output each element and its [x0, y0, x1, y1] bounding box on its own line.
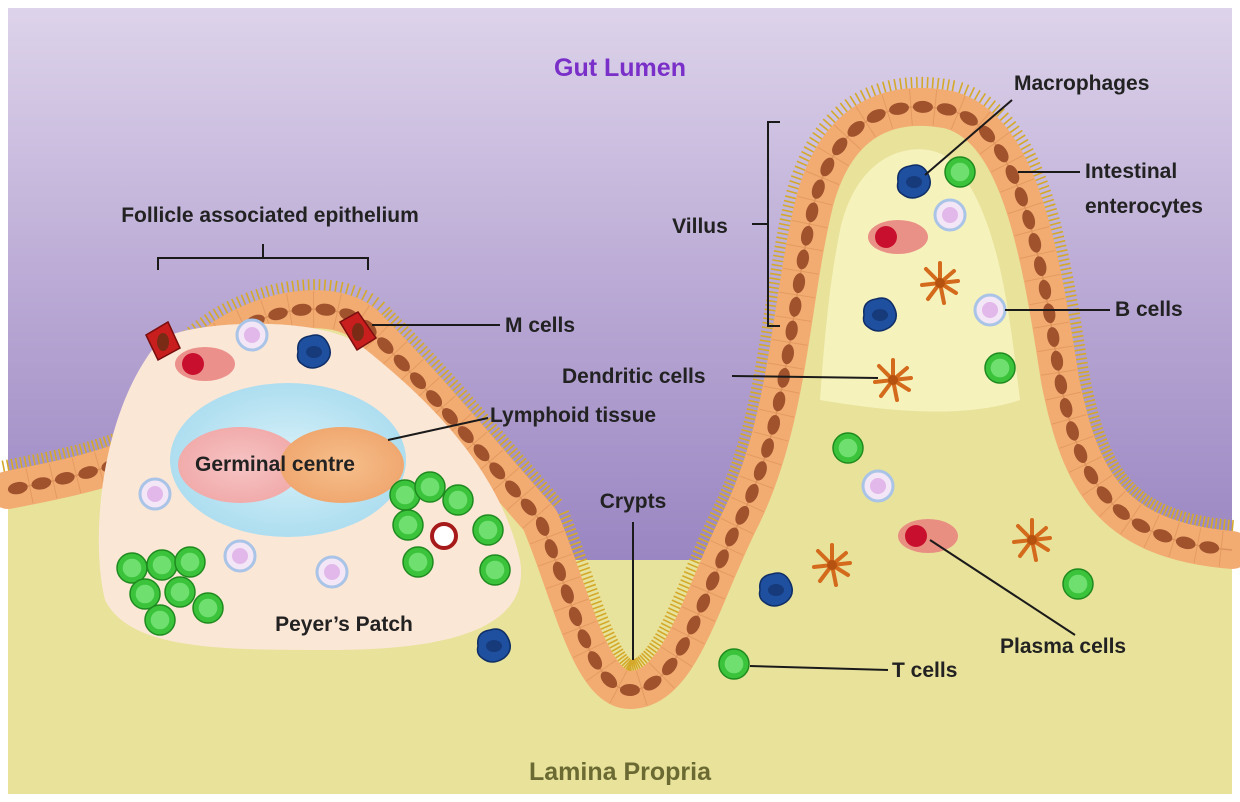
plasma-cells-label: Plasma cells: [1000, 635, 1126, 658]
t-cell-nucleus: [123, 559, 142, 578]
microvillus: [911, 77, 912, 89]
macrophage-nucleus: [768, 584, 784, 596]
t-cell-nucleus: [181, 553, 200, 572]
microvillus: [2, 461, 4, 473]
villus-label: Villus: [672, 215, 728, 238]
macrophages-label: Macrophages: [1014, 72, 1149, 95]
b-cells-label: B cells: [1115, 298, 1183, 321]
microvillus: [631, 660, 632, 672]
t-cell-nucleus: [486, 561, 505, 580]
b-cell-nucleus: [244, 327, 260, 343]
dendritic-body: [935, 278, 945, 288]
t-cell-nucleus: [991, 359, 1010, 378]
macrophage-nucleus: [306, 346, 322, 358]
microvillus: [927, 77, 928, 89]
t-cells-label: T cells: [892, 659, 957, 682]
plasma-cell-nucleus: [905, 525, 927, 547]
plasma-cell-nucleus: [182, 353, 204, 375]
t-cell-nucleus: [396, 486, 415, 505]
macrophage-nucleus: [906, 176, 922, 188]
m-cell-left-nucleus: [157, 333, 169, 351]
lamina-propria-title: Lamina Propria: [529, 758, 712, 786]
microvillus: [324, 280, 325, 292]
b-cell-nucleus: [942, 207, 958, 223]
microvillus: [303, 280, 304, 292]
t-cell-nucleus: [399, 516, 418, 535]
t-cell-nucleus: [725, 655, 744, 674]
microvillus: [1232, 520, 1233, 532]
b-cell-nucleus: [232, 548, 248, 564]
m-cell-right-nucleus: [352, 323, 364, 341]
b-cell-nucleus: [147, 486, 163, 502]
dendritic-body: [827, 560, 837, 570]
t-cell-nucleus: [1069, 575, 1088, 594]
dendritic-cells-label: Dendritic cells: [562, 365, 706, 388]
dendritic-body: [888, 375, 898, 385]
macrophage-nucleus: [872, 309, 888, 321]
t-cell-nucleus: [409, 553, 428, 572]
t-cell-nucleus: [421, 478, 440, 497]
t-cell-nucleus: [199, 599, 218, 618]
t-cell-nucleus: [171, 583, 190, 602]
intestinal-label-line1: Intestinal: [1085, 160, 1177, 183]
plasma-cell-nucleus: [875, 226, 897, 248]
apoptotic-cell: [432, 524, 456, 548]
t-cell-nucleus: [479, 521, 498, 540]
dendritic-body: [1027, 535, 1037, 545]
t-cell-nucleus: [839, 439, 858, 458]
b-cell-nucleus: [982, 302, 998, 318]
b-cell-nucleus: [870, 478, 886, 494]
m-cells-label: M cells: [505, 314, 575, 337]
intestinal-label-line2: enterocytes: [1085, 195, 1203, 218]
lymphoid-tissue-label: Lymphoid tissue: [490, 404, 656, 427]
t-cell-nucleus: [153, 556, 172, 575]
gut-lumen-title: Gut Lumen: [554, 54, 686, 82]
crypts-label: Crypts: [600, 490, 667, 513]
t-cell-nucleus: [151, 611, 170, 630]
t-cell-nucleus: [136, 585, 155, 604]
microvillus: [932, 77, 933, 89]
t-cell-nucleus: [449, 491, 468, 510]
b-cell-nucleus: [324, 564, 340, 580]
peyers-patch-label: Peyer’s Patch: [275, 613, 413, 636]
macrophage-nucleus: [486, 640, 502, 652]
t-cell-nucleus: [951, 163, 970, 182]
follicle-epithelium-label: Follicle associated epithelium: [121, 204, 419, 227]
germinal-centre-label: Germinal centre: [195, 453, 355, 476]
